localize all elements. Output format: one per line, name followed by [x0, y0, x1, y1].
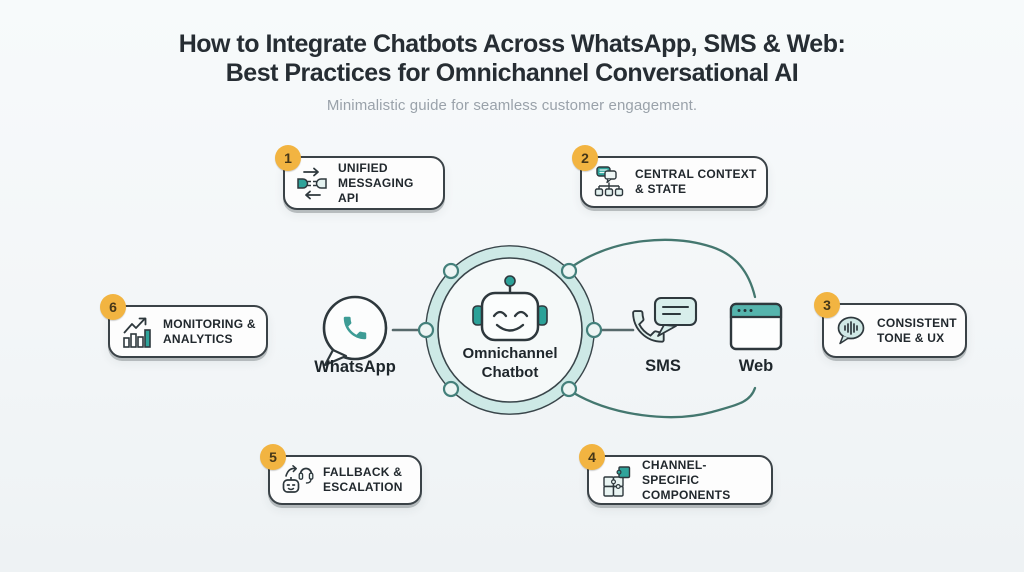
practice-label: FALLBACK & ESCALATION: [323, 465, 403, 495]
bottom-arc-connector: [570, 386, 757, 419]
practice-label-line2: COMPONENTS: [642, 487, 731, 502]
page-title-line1: How to Integrate Chatbots Across WhatsAp…: [178, 30, 846, 58]
practice-box-consistent-tone-ux: 3 CONSISTENT TONE & UX: [814, 292, 967, 358]
number-badge: 6: [100, 294, 126, 320]
practice-label-line1: MONITORING &: [163, 316, 256, 331]
practice-label-line2: ANALYTICS: [163, 331, 233, 346]
practice-label-line2: MESSAGING API: [338, 175, 414, 205]
practice-box-channel-specific-components: 4 CHANNEL-SPECIFIC COMPONENTS: [579, 444, 773, 505]
practice-label-line1: UNIFIED: [338, 160, 388, 175]
channel-label-sms: SMS: [645, 357, 681, 375]
robot-icon: [472, 275, 548, 342]
practice-box-central-context-state: 2 CENTRAL CONTEXT & STATE: [572, 145, 768, 208]
number-badge: 3: [814, 292, 840, 318]
browser-window-icon: [729, 302, 783, 351]
channel-label-web: Web: [738, 357, 774, 375]
number-badge: 2: [572, 145, 598, 171]
practice-label: CONSISTENT TONE & UX: [877, 316, 957, 346]
practice-label-line2: ESCALATION: [323, 480, 403, 494]
top-arc-connector: [571, 238, 757, 299]
page-title: How to Integrate Chatbots Across WhatsAp…: [0, 30, 1024, 88]
page-subtitle: Minimalistic guide for seamless customer…: [326, 97, 698, 114]
node-bottom-left: [442, 380, 460, 398]
practice-label-line2: TONE & UX: [877, 330, 945, 345]
node-top-left: [442, 262, 460, 280]
voice-tone-bubble-icon: [837, 316, 865, 344]
practice-label-line1: CHANNEL-SPECIFIC: [642, 457, 707, 487]
puzzle-pieces-icon: [603, 466, 631, 497]
api-connector-icon: [297, 167, 327, 200]
practice-label: CENTRAL CONTEXT & STATE: [635, 167, 757, 197]
hub-label-line1: Omnichannel: [462, 345, 558, 362]
channel-label-whatsapp: WhatsApp: [314, 358, 396, 376]
node-bottom-right: [560, 380, 578, 398]
page-title-line2: Best Practices for Omnichannel Conversat…: [225, 59, 799, 87]
number-badge: 5: [260, 444, 286, 470]
whatsapp-bubble-phone-icon: [322, 295, 388, 367]
node-right: [585, 321, 603, 339]
practice-label: UNIFIED MESSAGING API: [338, 161, 435, 206]
number-badge: 1: [275, 145, 301, 171]
sms-phone-message-icon: [632, 296, 698, 343]
practice-box-fallback-escalation: 5 FALLBACK & ESCALATION: [260, 444, 422, 505]
bot-to-agent-icon: [282, 465, 314, 493]
practice-label-line1: FALLBACK &: [323, 465, 403, 479]
practice-label-line2: & STATE: [635, 182, 687, 196]
hub-label-line2: Chatbot: [481, 364, 539, 381]
bar-chart-growth-icon: [123, 317, 151, 348]
node-top-right: [560, 262, 578, 280]
practice-box-unified-messaging-api: 1 UNIFIED MESSAGING API: [275, 145, 445, 210]
practice-label-line1: CENTRAL CONTEXT: [635, 167, 757, 181]
hub-label: Omnichannel Chatbot: [435, 344, 585, 382]
practice-label: MONITORING & ANALYTICS: [163, 317, 256, 347]
header: How to Integrate Chatbots Across WhatsAp…: [0, 30, 1024, 114]
number-badge: 4: [579, 444, 605, 470]
context-state-icon: [594, 166, 624, 197]
practice-label: CHANNEL-SPECIFIC COMPONENTS: [642, 458, 763, 503]
practice-box-monitoring-analytics: 6 MONITORING & ANALYTICS: [100, 294, 268, 358]
node-left: [417, 321, 435, 339]
practice-label-line1: CONSISTENT: [877, 315, 957, 330]
hub-ring-nodes: [417, 262, 603, 398]
